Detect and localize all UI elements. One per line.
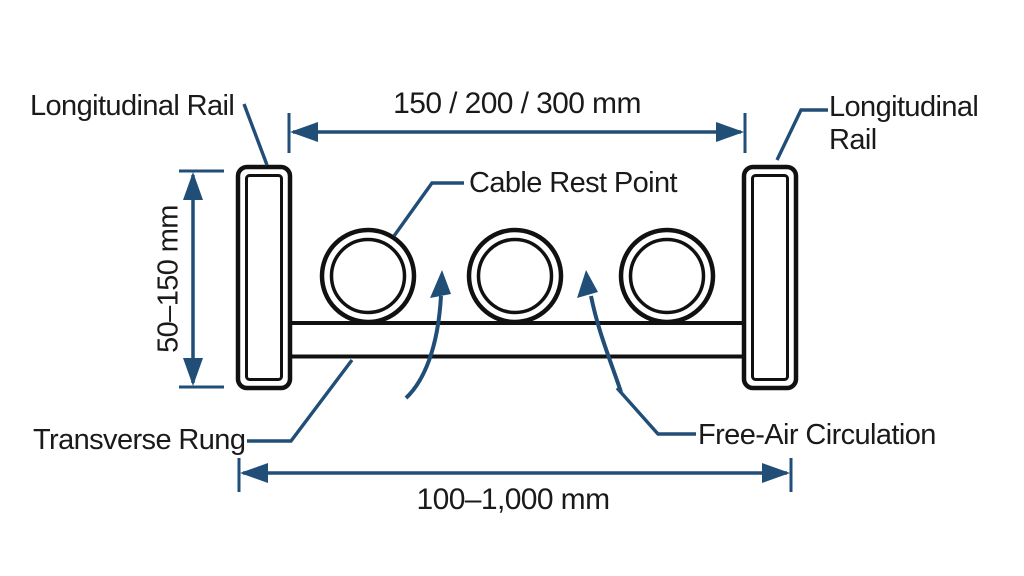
- arrowhead-left-icon: [240, 463, 268, 483]
- cable-circle-1: [319, 227, 417, 325]
- airflow-arrow-1: [404, 270, 451, 400]
- leader-longitudinal-rail-left: [242, 103, 269, 166]
- arrowhead-up-icon: [183, 172, 203, 200]
- transverse-rung-shape: [278, 321, 756, 359]
- leader-longitudinal-rail-right: [775, 108, 828, 161]
- dimension-label-rung-spacing: 150 / 200 / 300 mm: [393, 87, 641, 120]
- arrowhead-right-icon: [716, 122, 744, 142]
- arrowhead-up-icon: [430, 270, 451, 298]
- airflow-arrow-2: [577, 270, 623, 393]
- arrowhead-up-icon: [577, 270, 598, 298]
- arrowhead-left-icon: [290, 122, 318, 142]
- longitudinal-rail-left-shape: [235, 164, 293, 391]
- label-free-air-circulation: Free-Air Circulation: [698, 419, 936, 451]
- longitudinal-rail-right-shape: [741, 164, 799, 391]
- arrowhead-down-icon: [183, 358, 203, 386]
- label-longitudinal-rail-right: Longitudinal Rail: [829, 91, 979, 156]
- dimension-label-ladder-width: 100–1,000 mm: [416, 483, 611, 516]
- dimension-label-rail-height: 50–150 mm: [152, 205, 185, 353]
- dimension-bottom: [237, 458, 793, 492]
- label-longitudinal-rail-left: Longitudinal Rail: [30, 90, 235, 122]
- label-transverse-rung: Transverse Rung: [33, 424, 246, 456]
- dimension-top: [287, 113, 747, 153]
- cable-circle-2: [466, 227, 564, 325]
- leader-transverse-rung: [247, 358, 354, 443]
- leader-free-air-circulation: [615, 386, 696, 436]
- arrowhead-right-icon: [762, 463, 790, 483]
- cable-circle-3: [618, 227, 716, 325]
- leader-cable-rest-point: [392, 181, 464, 237]
- dimension-left: [179, 169, 224, 389]
- label-cable-rest-point: Cable Rest Point: [469, 167, 678, 199]
